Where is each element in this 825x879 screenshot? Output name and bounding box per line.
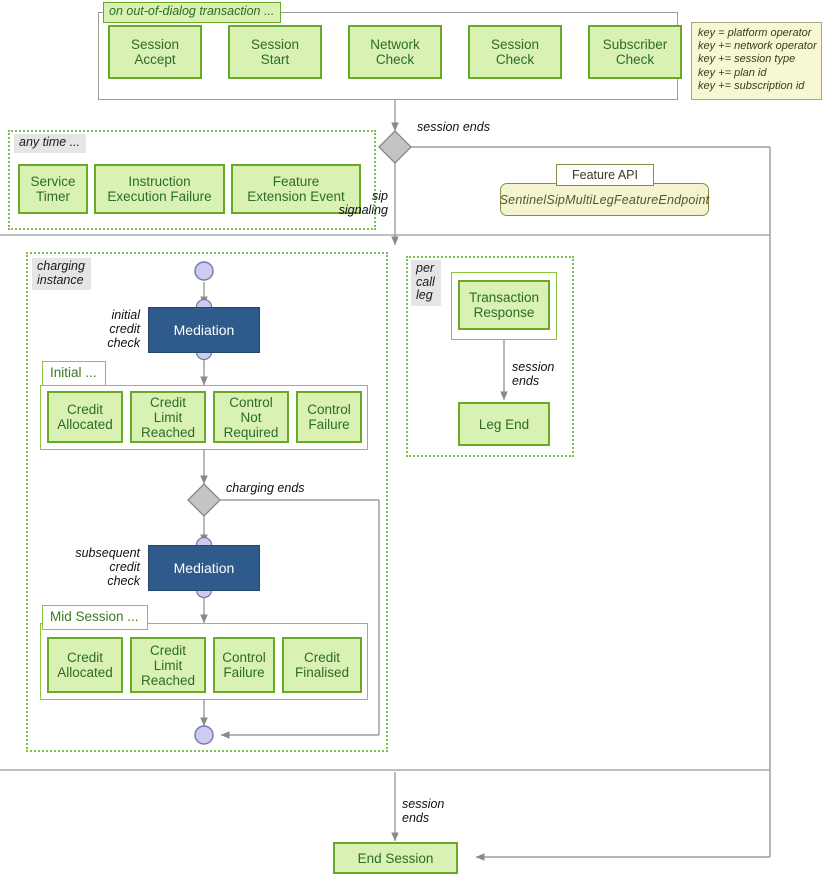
activity-initial-credit-limit-reached[interactable]: Credit Limit Reached bbox=[130, 391, 206, 443]
anytime-region-label: any time ... bbox=[14, 134, 87, 153]
activity-line: Allocated bbox=[57, 665, 113, 680]
activity-line: Credit bbox=[149, 394, 186, 410]
feature-api-tab-label: Feature API bbox=[571, 168, 638, 182]
activity-end-session[interactable]: End Session bbox=[333, 842, 458, 874]
activity-mid-credit-allocated[interactable]: Credit Allocated bbox=[47, 637, 123, 693]
activity-line: Failure bbox=[223, 665, 265, 680]
activity-subscriber-check[interactable]: Subscriber Check bbox=[588, 25, 682, 79]
activity-line: Control bbox=[307, 402, 351, 417]
activity-mid-credit-finalised[interactable]: Credit Finalised bbox=[282, 637, 362, 693]
activity-line: Finalised bbox=[294, 665, 350, 680]
decision-diamond-session-ends bbox=[378, 130, 412, 164]
activity-line: Credit bbox=[149, 642, 186, 658]
start-node-charging bbox=[194, 261, 214, 281]
activity-line: Check bbox=[375, 52, 415, 67]
feature-api-tab[interactable]: Feature API bbox=[556, 164, 654, 186]
activity-line: Limit bbox=[153, 657, 183, 673]
activity-line: Control bbox=[229, 394, 273, 410]
activity-line: Leg End bbox=[478, 416, 530, 432]
activity-initial-credit-allocated[interactable]: Credit Allocated bbox=[47, 391, 123, 443]
key-legend-line: key = platform operator bbox=[698, 27, 812, 39]
activity-network-check[interactable]: Network Check bbox=[348, 25, 442, 79]
activity-line: Check bbox=[615, 52, 655, 67]
edge-label-session-ends-bottom: session ends bbox=[402, 797, 445, 825]
mediation-label: Mediation bbox=[173, 322, 235, 338]
activity-line: Extension Event bbox=[247, 189, 345, 204]
activity-line: Accept bbox=[134, 52, 176, 67]
per-call-leg-region-label: per call leg bbox=[411, 260, 441, 306]
top-region-label: on out-of-dialog transaction ... bbox=[103, 2, 282, 23]
activity-transaction-response[interactable]: Transaction Response bbox=[458, 280, 550, 330]
activity-line: Session bbox=[130, 37, 180, 52]
key-legend-line: key += subscription id bbox=[698, 79, 805, 92]
feature-api-endpoint-label: SentinelSipMultiLegFeatureEndpoint bbox=[499, 192, 710, 207]
activity-service-timer[interactable]: Service Timer bbox=[18, 164, 88, 214]
activity-line: Allocated bbox=[57, 417, 113, 432]
charging-instance-region-label: charging instance bbox=[32, 258, 91, 290]
activity-line: Credit bbox=[66, 650, 103, 665]
activity-line: Failure bbox=[308, 417, 350, 432]
mid-session-group-tab[interactable]: Mid Session ... bbox=[42, 605, 148, 630]
key-legend-line: key += network operator bbox=[698, 40, 817, 53]
activity-feature-extension-event[interactable]: Feature Extension Event bbox=[231, 164, 361, 214]
activity-line: Timer bbox=[35, 189, 70, 204]
activity-line: Control bbox=[222, 650, 266, 665]
mediation-label: Mediation bbox=[173, 560, 235, 576]
activity-instruction-execution-failure[interactable]: Instruction Execution Failure bbox=[94, 164, 225, 214]
edge-label-charging-ends: charging ends bbox=[226, 481, 305, 495]
per-call-leg-region bbox=[406, 256, 574, 457]
activity-line: Required bbox=[223, 424, 279, 440]
decision-diamond-charging-ends bbox=[187, 483, 221, 517]
activity-line: Service bbox=[30, 174, 76, 189]
activity-line: Response bbox=[473, 305, 535, 320]
activity-line: Feature bbox=[272, 174, 320, 189]
initial-group-tab[interactable]: Initial ... bbox=[42, 361, 106, 386]
activity-session-check[interactable]: Session Check bbox=[468, 25, 562, 79]
activity-line: Limit bbox=[153, 409, 183, 425]
activity-line: End Session bbox=[357, 850, 434, 866]
edge-label-leg-session-ends: session ends bbox=[512, 360, 555, 388]
activity-initial-control-failure[interactable]: Control Failure bbox=[296, 391, 362, 443]
activity-mid-credit-limit-reached[interactable]: Credit Limit Reached bbox=[130, 637, 206, 693]
activity-line: Check bbox=[495, 52, 535, 67]
charging-instance-region bbox=[26, 252, 388, 752]
feature-api-body[interactable]: SentinelSipMultiLegFeatureEndpoint bbox=[500, 183, 709, 216]
edge-label-sip-signaling: sip signaling bbox=[338, 189, 388, 217]
activity-line: Execution Failure bbox=[107, 189, 212, 204]
join-node-charging bbox=[194, 725, 214, 745]
key-legend: key = platform operator key += network o… bbox=[691, 22, 822, 100]
key-legend-line: key += session type bbox=[698, 53, 796, 66]
label-subsequent-credit-check: subsequent credit check bbox=[75, 546, 140, 588]
activity-line: Credit bbox=[303, 650, 340, 665]
activity-line: Not bbox=[240, 409, 262, 425]
activity-line: Session bbox=[250, 37, 300, 52]
activity-session-start[interactable]: Session Start bbox=[228, 25, 322, 79]
activity-line: Transaction bbox=[468, 290, 540, 305]
activity-line: Session bbox=[490, 37, 540, 52]
activity-line: Credit bbox=[66, 402, 103, 417]
mediation-subsequent[interactable]: Mediation bbox=[148, 545, 260, 591]
activity-line: Instruction bbox=[128, 174, 191, 189]
activity-leg-end[interactable]: Leg End bbox=[458, 402, 550, 446]
mediation-initial[interactable]: Mediation bbox=[148, 307, 260, 353]
edge-label-session-ends-top: session ends bbox=[417, 120, 490, 134]
label-initial-credit-check: initial credit check bbox=[107, 308, 140, 350]
key-legend-line: key += plan id bbox=[698, 66, 767, 79]
activity-initial-control-not-required[interactable]: Control Not Required bbox=[213, 391, 289, 443]
activity-mid-control-failure[interactable]: Control Failure bbox=[213, 637, 275, 693]
activity-line: Start bbox=[260, 52, 290, 67]
activity-session-accept[interactable]: Session Accept bbox=[108, 25, 202, 79]
activity-line: Reached bbox=[140, 424, 196, 440]
activity-line: Network bbox=[370, 37, 420, 52]
activity-line: Reached bbox=[140, 672, 196, 688]
activity-line: Subscriber bbox=[602, 37, 668, 52]
